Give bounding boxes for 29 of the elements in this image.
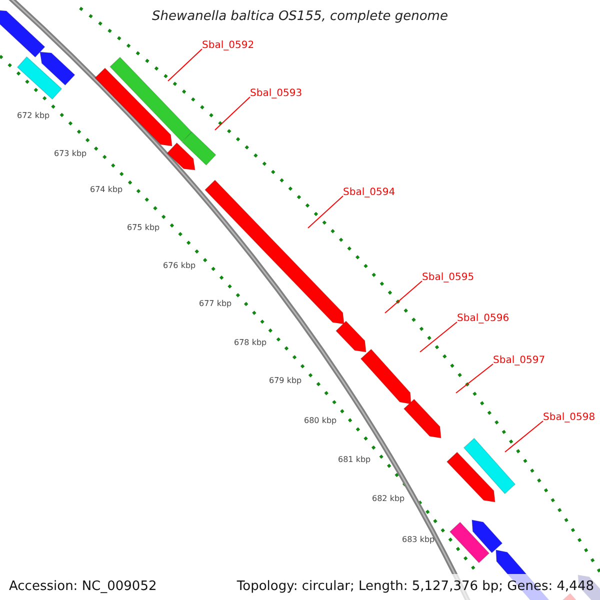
gene-label: Sbal_0598 <box>543 412 596 424</box>
leader-line <box>456 364 494 394</box>
scale-label: 680 kbp <box>304 416 337 426</box>
scale-label: 677 kbp <box>199 299 232 309</box>
scale-label: 673 kbp <box>54 149 87 159</box>
accession-text: Accession: NC_009052 <box>9 579 157 594</box>
leader-line <box>308 196 344 228</box>
scale-label: 675 kbp <box>127 223 160 233</box>
scale-label: 674 kbp <box>90 185 123 195</box>
leader-line <box>214 96 250 130</box>
title: Shewanella baltica OS155, complete genome <box>152 9 448 24</box>
genome-stats-text: Topology: circular; Length: 5,127,376 bp; Genes: 4,448 <box>236 579 594 594</box>
scale-label: 682 kbp <box>372 494 405 504</box>
gene-label: Sbal_0592 <box>202 40 254 52</box>
gene-label: Sbal_0595 <box>422 272 474 284</box>
scale-label: 679 kbp <box>269 376 302 386</box>
scale-label: 683 kbp <box>402 535 435 545</box>
scale-label: 676 kbp <box>163 261 196 271</box>
gene-label: Sbal_0594 <box>343 187 396 199</box>
leader-line <box>168 48 202 82</box>
scale-label: 678 kbp <box>234 338 267 348</box>
scale-label: 672 kbp <box>17 111 50 121</box>
gene-label: Sbal_0597 <box>493 355 546 367</box>
scale-label: 681 kbp <box>338 455 371 465</box>
gene-label: Sbal_0593 <box>250 88 302 100</box>
leader-line <box>504 420 544 452</box>
leader-line <box>420 322 458 352</box>
leader-line <box>384 280 422 314</box>
gene-label: Sbal_0596 <box>457 313 510 325</box>
